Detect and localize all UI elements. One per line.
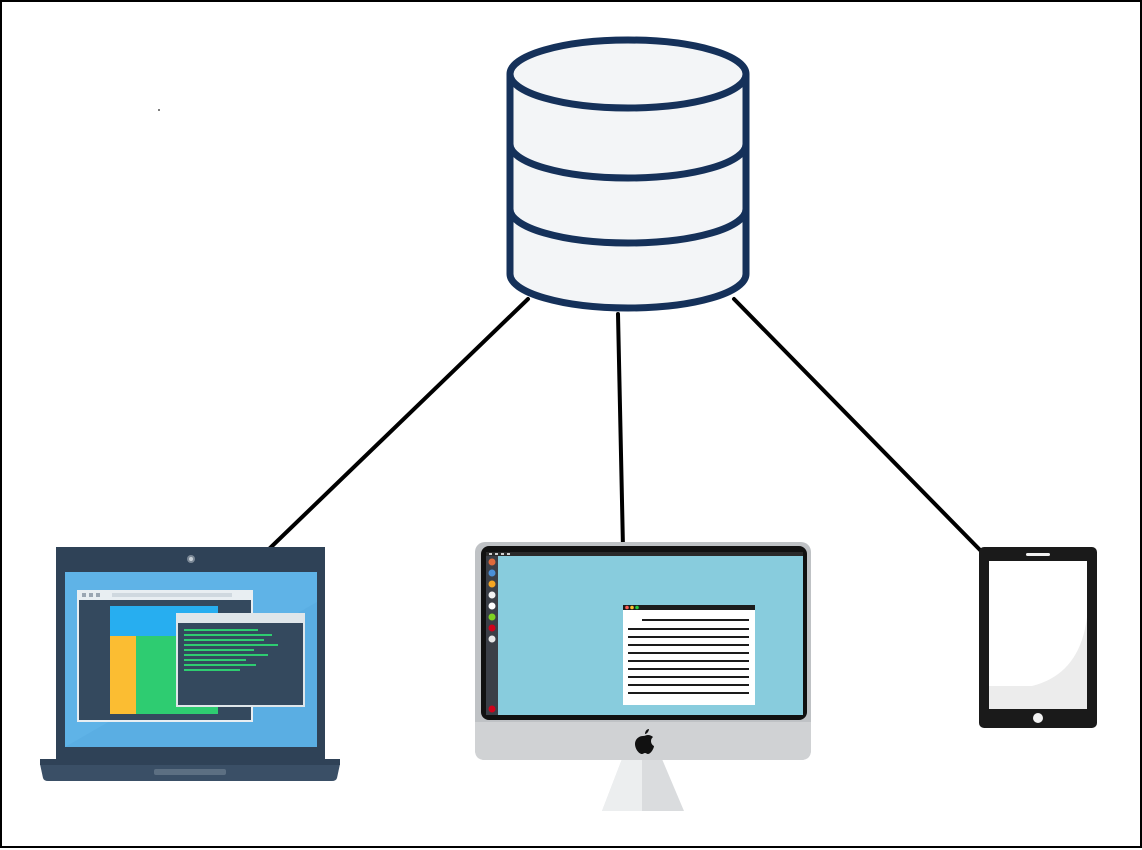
apple-logo-icon [635, 729, 654, 754]
edge-database-tablet [732, 297, 984, 554]
edge-database-laptop [266, 297, 530, 552]
stray-dot [158, 109, 160, 111]
edge-database-desktop [616, 312, 625, 550]
database-icon [506, 36, 750, 312]
tablet-icon [979, 547, 1097, 728]
laptop-icon [40, 547, 340, 781]
connectors [266, 297, 984, 554]
imac-desktop-icon [475, 542, 811, 811]
